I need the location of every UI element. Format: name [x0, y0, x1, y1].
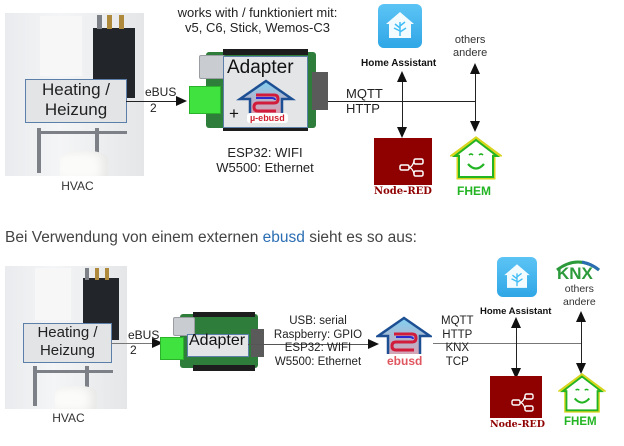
- ethernet-connector: [312, 72, 328, 110]
- others-label: others andere: [563, 283, 596, 308]
- others-label: others andere: [453, 34, 488, 59]
- ebus-terminal: [160, 337, 184, 360]
- fhem-label: FHEM: [457, 184, 491, 198]
- fhem-label: FHEM: [564, 416, 597, 428]
- arrow-up-icon: [470, 63, 480, 74]
- ebus-wire-count: 2: [130, 343, 137, 357]
- connection-types: ESP32: WIFI W5500: Ethernet: [216, 145, 314, 175]
- arrow-down-icon: [397, 127, 407, 138]
- adapter-label: Adapter: [189, 332, 246, 349]
- home-assistant-label: Home Assistant: [361, 58, 437, 69]
- ebusd-logo-icon: [376, 316, 432, 364]
- usb-connector: [199, 55, 225, 79]
- ebusd-link[interactable]: ebusd: [262, 229, 305, 246]
- nodered-label: Node-RED: [490, 419, 546, 430]
- others-fhem-link: [475, 68, 476, 126]
- ethernet-connector: [251, 329, 264, 357]
- compat-header: works with / funktioniert mit: v5, C6, S…: [177, 5, 338, 35]
- nodered-icon: [374, 138, 432, 185]
- arrow-right-icon: [176, 96, 187, 106]
- arrow-down-icon: [470, 121, 480, 132]
- arrow-down-icon: [576, 363, 586, 374]
- arrow-right-icon: [368, 339, 379, 349]
- heating-label: Heating / Heizung: [23, 323, 112, 363]
- protocol-labels: MQTT HTTP: [346, 86, 383, 116]
- hvac-caption: HVAC: [52, 411, 85, 425]
- ha-nodered-link: [402, 76, 403, 134]
- ebus-terminal: [189, 86, 221, 114]
- fhem-icon: [558, 373, 606, 413]
- external-ebusd-paragraph: Bei Verwendung von einem externen ebusd …: [5, 229, 417, 246]
- arrow-up-icon: [397, 71, 407, 82]
- ebus-line: [111, 343, 157, 344]
- connection-types: USB: serial Raspberry: GPIO ESP32: WIFI …: [273, 315, 363, 368]
- ebus-wire-count: 2: [150, 101, 157, 115]
- micro-ebusd-label: µ-ebusd: [247, 113, 288, 123]
- knx-logo-icon: [556, 260, 600, 272]
- adapter-box: [187, 334, 249, 357]
- home-assistant-label: Home Assistant: [480, 306, 552, 317]
- fhem-icon: [450, 136, 502, 180]
- arrow-down-icon: [511, 368, 521, 379]
- adapter-ebusd-line: [248, 344, 368, 345]
- protocol-bus-line: [433, 343, 581, 344]
- knx-logo-text: KNX: [557, 264, 593, 283]
- ebusd-label: ebusd: [385, 354, 425, 368]
- ebus-label: eBUS: [145, 85, 177, 99]
- hvac-caption: HVAC: [61, 179, 94, 193]
- home-assistant-icon: [497, 257, 537, 297]
- ebus-label: eBUS: [128, 328, 160, 342]
- ha-nodered-link: [516, 322, 517, 375]
- plus-sign: +: [229, 104, 239, 123]
- usb-connector: [173, 317, 195, 336]
- heating-label: Heating / Heizung: [25, 79, 127, 123]
- nodered-label: Node-RED: [374, 186, 432, 197]
- ebus-line: [126, 101, 178, 102]
- arrow-up-icon: [511, 317, 521, 328]
- arrow-up-icon: [576, 311, 586, 322]
- adapter-label: Adapter: [227, 57, 294, 78]
- home-assistant-icon: [378, 4, 422, 48]
- arrow-right-icon: [152, 338, 163, 348]
- protocol-labels: MQTT HTTP KNX TCP: [441, 315, 474, 368]
- nodered-icon: [490, 376, 542, 418]
- others-fhem-link: [581, 316, 582, 368]
